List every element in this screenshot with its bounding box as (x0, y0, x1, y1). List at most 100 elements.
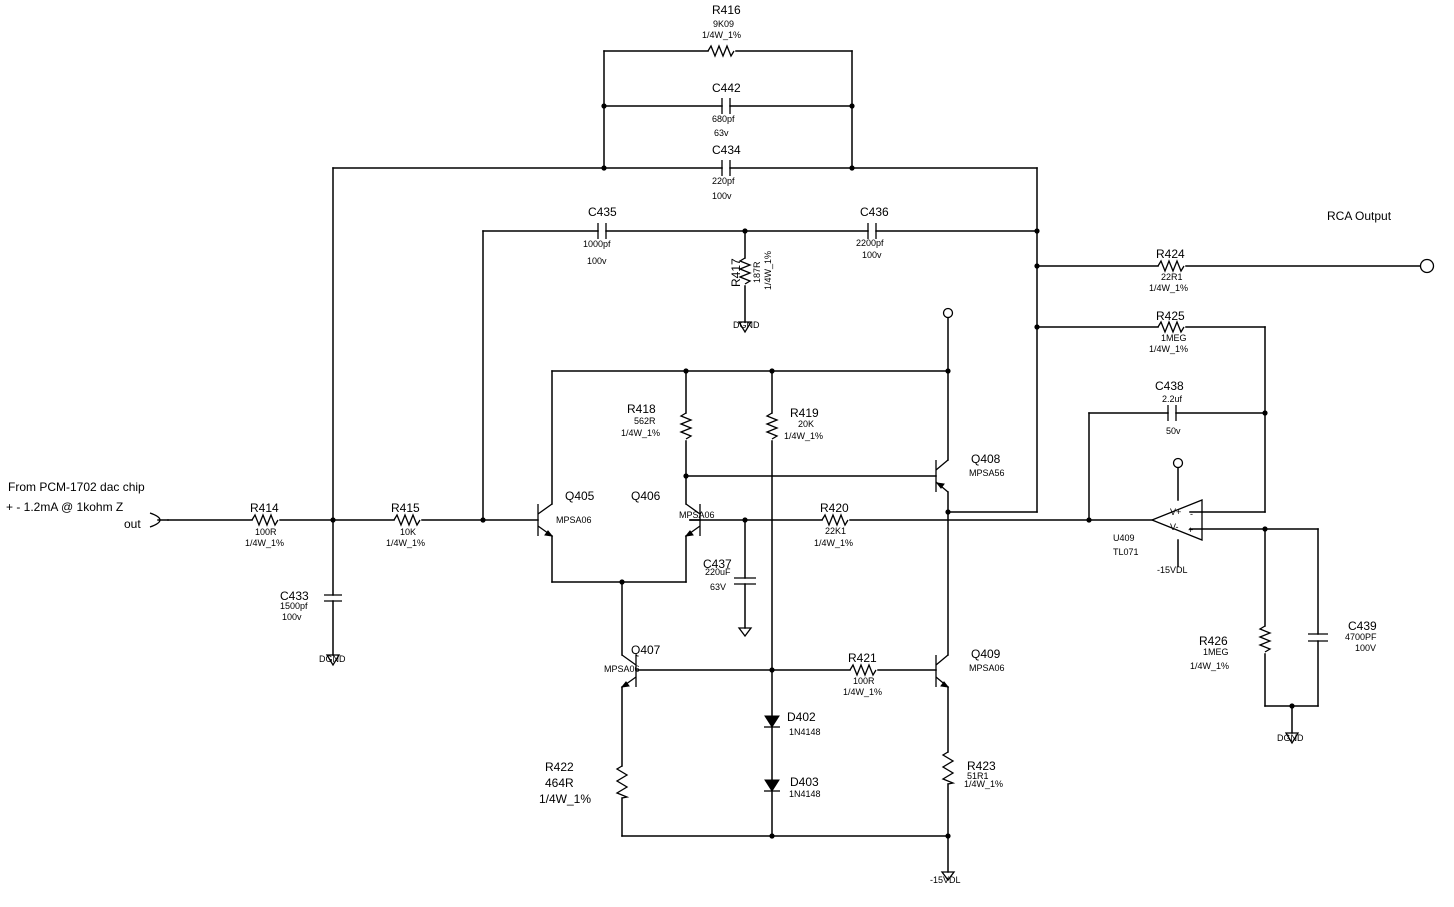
wires (167, 50, 1421, 873)
r426-ref: R426 (1199, 634, 1228, 648)
input-note-line1: From PCM-1702 dac chip (8, 480, 145, 494)
resistor-r423 (941, 751, 956, 785)
capacitor-c436 (867, 223, 877, 239)
c438-ref: C438 (1155, 379, 1184, 393)
capacitor-c433 (324, 594, 342, 602)
r415-value: 10K (400, 527, 416, 537)
q405-part: MPSA06 (556, 515, 592, 525)
opamp-vplus-pin: V+ (1170, 507, 1181, 517)
c434-ref: C434 (712, 143, 741, 157)
q407-part: MPSA06 (604, 664, 640, 674)
r423-value: 51R1 (967, 771, 989, 781)
c439-voltage: 100V (1355, 643, 1376, 653)
c435-value: 1000pf (583, 239, 611, 249)
diode-d402 (764, 715, 780, 728)
resistor-r419 (765, 412, 779, 440)
q406-part: MPSA06 (679, 510, 715, 520)
r420-rating: 1/4W_1% (814, 538, 853, 548)
resistor-r424 (1157, 259, 1185, 273)
q409-part: MPSA06 (969, 663, 1005, 673)
r416-rating: 1/4W_1% (702, 30, 741, 40)
junctions (330, 103, 1295, 839)
q405-ref: Q405 (565, 489, 595, 503)
ground-symbol-r426 (1284, 732, 1300, 745)
opamp-u409 (1150, 499, 1203, 541)
transistor-q409 (935, 654, 950, 688)
transistor-q407 (620, 654, 637, 688)
resistor-r426 (1258, 625, 1272, 653)
r421-rating: 1/4W_1% (843, 687, 882, 697)
resistor-r417 (738, 257, 752, 285)
transistor-q408 (935, 459, 949, 493)
resistor-r415 (393, 513, 421, 527)
c434-voltage: 100v (712, 191, 732, 201)
c433-ref: C433 (280, 589, 309, 603)
ground-symbol-c433 (325, 654, 341, 667)
c439-ref: C439 (1348, 619, 1377, 633)
input-note-line2: + - 1.2mA @ 1kohm Z (6, 500, 123, 514)
q409-ref: Q409 (971, 647, 1001, 661)
q407-ref: Q407 (631, 643, 661, 657)
c442-voltage: 63v (714, 128, 729, 138)
resistor-r414 (251, 513, 279, 527)
r425-value: 1MEG (1161, 333, 1187, 343)
supply-arrow-bottom (940, 871, 956, 882)
d402-ref: D402 (787, 710, 816, 724)
r419-ref: R419 (790, 406, 819, 420)
c438-value: 2.2uf (1162, 394, 1183, 404)
c442-ref: C442 (712, 81, 741, 95)
resistor-r422 (615, 765, 630, 799)
c438-voltage: 50v (1166, 426, 1181, 436)
capacitor-c439 (1308, 633, 1328, 642)
opamp-vminus-pin: V- (1170, 522, 1179, 532)
r416-value: 9K09 (713, 19, 734, 29)
r425-rating: 1/4W_1% (1149, 344, 1188, 354)
r423-ref: R423 (967, 759, 996, 773)
r415-ref: R415 (391, 501, 420, 515)
q408-ref: Q408 (971, 452, 1001, 466)
r418-ref: R418 (627, 402, 656, 416)
input-connector[interactable] (149, 512, 169, 528)
opamp-neg-pin: - (1190, 509, 1193, 519)
resistor-r421 (849, 663, 877, 677)
c439-value: 4700PF (1345, 632, 1377, 642)
capacitor-c435 (597, 223, 607, 239)
resistor-r416 (707, 44, 735, 58)
r414-ref: R414 (250, 501, 279, 515)
r417-rating: 1/4W_1% (763, 251, 773, 290)
supply-terminal-q408 (942, 307, 954, 319)
u409-part: TL071 (1113, 547, 1139, 557)
r414-value: 100R (255, 527, 277, 537)
neg15-label-opamp: -15VDL (1157, 565, 1188, 575)
c437-value: 220uF (705, 567, 731, 577)
r422-ref: R422 (545, 760, 574, 774)
r417-ref: R417 (729, 258, 743, 287)
capacitor-c437 (734, 577, 756, 585)
transistor-q406 (684, 503, 701, 537)
q406-ref: Q406 (631, 489, 661, 503)
c433-value: 1500pf (280, 601, 308, 611)
r423-rating: 1/4W_1% (964, 779, 1003, 789)
c436-value: 2200pf (856, 238, 884, 248)
capacitor-c438 (1167, 405, 1177, 421)
c437-ref: C437 (703, 557, 732, 571)
c435-ref: C435 (588, 205, 617, 219)
r420-value: 22K1 (825, 526, 846, 536)
r424-rating: 1/4W_1% (1149, 283, 1188, 293)
resistor-r420 (821, 513, 849, 527)
diode-d403 (764, 779, 780, 792)
c436-ref: C436 (860, 205, 889, 219)
d403-ref: D403 (790, 775, 819, 789)
c442-value: 680pf (712, 114, 735, 124)
dgnd-label-b: DGND (319, 654, 346, 664)
rca-output-terminal[interactable] (1419, 258, 1435, 274)
dgnd-label-a: DGND (733, 320, 760, 330)
resistor-r425 (1157, 320, 1185, 334)
u409-ref: U409 (1113, 533, 1135, 543)
r421-ref: R421 (848, 651, 877, 665)
capacitor-c434 (721, 160, 731, 176)
transistor-q405 (537, 503, 554, 537)
r422-rating: 1/4W_1% (539, 792, 591, 806)
rca-output-label: RCA Output (1327, 209, 1392, 223)
r424-ref: R424 (1156, 247, 1185, 261)
